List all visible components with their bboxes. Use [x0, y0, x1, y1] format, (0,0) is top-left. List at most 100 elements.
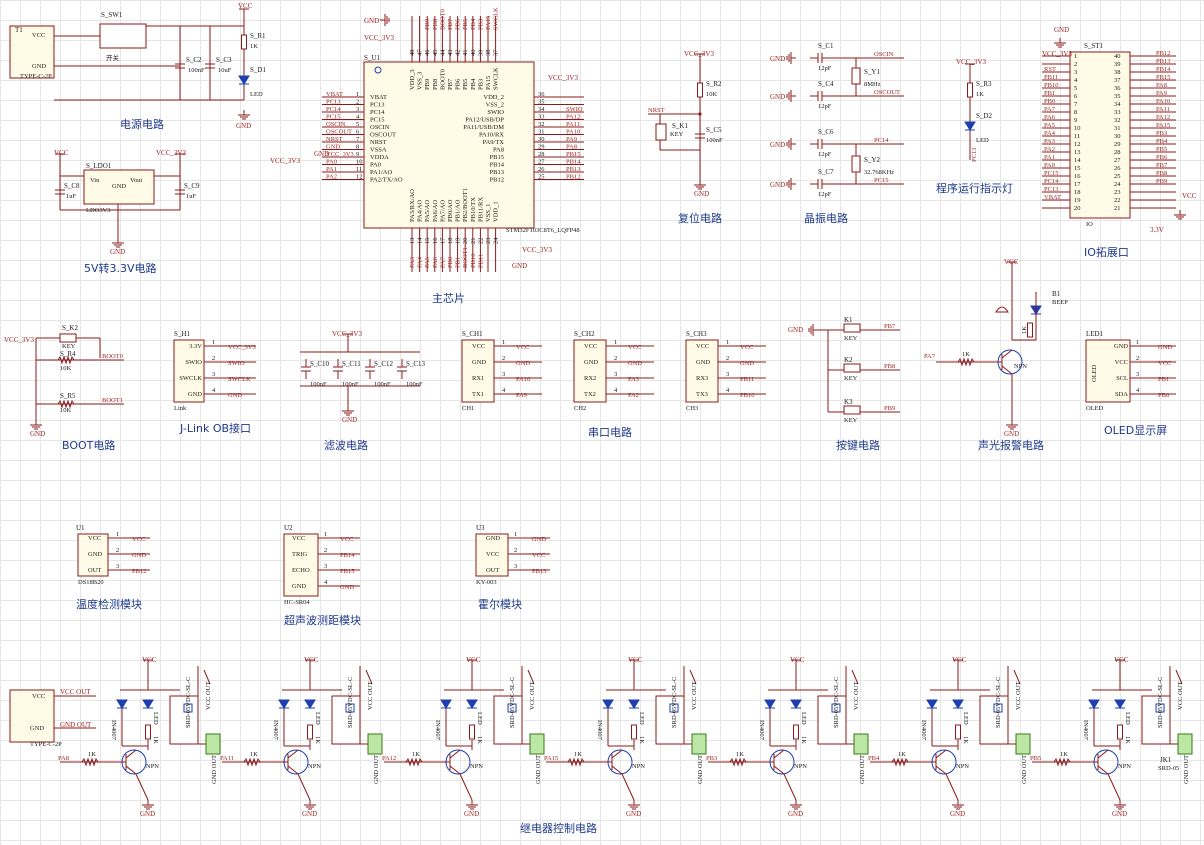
- label: 100nF: [342, 381, 359, 388]
- label: GND: [30, 725, 44, 732]
- label: 38: [485, 50, 492, 57]
- label: PB0: [1044, 98, 1055, 105]
- label: GND: [132, 552, 146, 559]
- wire: [935, 749, 947, 759]
- label: SRD-05VDC-SL-C: [833, 677, 840, 728]
- relay-coil-symbol: [507, 703, 517, 713]
- label: GND: [788, 810, 803, 818]
- label: 40: [470, 50, 477, 57]
- wire: [135, 773, 149, 801]
- label: PB0: [1158, 392, 1169, 399]
- label: VBAT: [1044, 194, 1061, 201]
- label: GND OUT: [60, 721, 92, 729]
- ic-body: [1069, 51, 1131, 219]
- relay-coil: [1141, 695, 1171, 745]
- resistor-symbol: [1117, 724, 1123, 740]
- label: SWCLK: [179, 375, 202, 382]
- label: 48: [409, 50, 416, 57]
- wire: [527, 669, 535, 685]
- label: 3: [726, 371, 729, 378]
- label: GND: [770, 181, 785, 189]
- label: S_K2: [62, 324, 78, 332]
- label: 1: [212, 339, 215, 346]
- label: S_H1: [174, 330, 190, 338]
- label: 4: [502, 387, 506, 394]
- label: 10K: [60, 407, 72, 414]
- label: GND OUT: [697, 755, 704, 784]
- label: PB5: [462, 19, 469, 30]
- label: VCC_3V3: [156, 149, 186, 157]
- led-symbol: [278, 699, 290, 709]
- led-symbol: [952, 699, 964, 709]
- label: 11: [1074, 133, 1080, 140]
- label: 1: [116, 531, 119, 538]
- label: PA4: [1044, 130, 1056, 137]
- label: S_C2: [186, 56, 202, 64]
- resistor-symbol: [307, 724, 313, 740]
- label: GND: [628, 360, 642, 367]
- label: SRD-05VDC-SL-C: [509, 677, 516, 728]
- label: VCC OUT: [529, 682, 536, 710]
- label: S_D2: [976, 112, 992, 120]
- resistor-symbol: [57, 355, 75, 365]
- label: S_C7: [818, 168, 834, 176]
- relay-coil-symbol: [345, 703, 355, 713]
- label: PC14: [326, 106, 341, 113]
- label: GND: [188, 391, 202, 398]
- label: RST: [1044, 66, 1056, 73]
- label: 6: [1074, 93, 1078, 100]
- label: PB14: [566, 159, 581, 166]
- label: GND: [512, 262, 527, 270]
- label: PB11: [477, 254, 484, 268]
- label: 3.3V: [189, 343, 202, 350]
- label: GND: [696, 359, 710, 366]
- label: 100nF: [188, 67, 205, 74]
- label: 1K: [1021, 326, 1028, 334]
- label: VBAT: [326, 91, 343, 98]
- label: PB12: [1156, 50, 1170, 57]
- label: Link: [174, 405, 187, 412]
- label: S_CH2: [574, 330, 595, 338]
- label: S_U1: [364, 54, 380, 62]
- label: PB9: [424, 79, 431, 90]
- wire: [611, 765, 623, 775]
- label: PB7: [447, 78, 454, 90]
- section-title: 继电器控制电路: [520, 821, 597, 835]
- label: 35: [1114, 93, 1121, 100]
- ic-body: [363, 61, 535, 229]
- label: 2: [1074, 61, 1077, 68]
- label: 32: [1114, 117, 1121, 124]
- label: S_C4: [818, 80, 834, 88]
- led-symbol: [116, 699, 128, 709]
- label: 1K: [152, 736, 159, 744]
- vcc-label: VCC: [238, 2, 253, 10]
- label: PA6: [1044, 114, 1056, 121]
- label: IN4007: [110, 720, 117, 741]
- label: NPN: [146, 763, 159, 770]
- label: GND: [1054, 26, 1069, 34]
- label: PB11: [740, 376, 754, 383]
- label: 4: [324, 579, 328, 586]
- label: PB14: [340, 552, 355, 559]
- label: BOOT0: [439, 9, 446, 30]
- label: NPN: [308, 763, 321, 770]
- label: PB9: [424, 19, 431, 30]
- ic-body: [685, 339, 719, 403]
- label: 12: [356, 174, 363, 181]
- relay-coil-symbol: [993, 703, 1003, 713]
- label: PB1: [455, 257, 462, 268]
- label: GND: [770, 55, 785, 63]
- reset-button: [655, 123, 667, 141]
- label: LED: [152, 712, 159, 725]
- label: VCC_3V3: [1042, 50, 1072, 58]
- label: NRST: [370, 139, 387, 146]
- label: TX3: [696, 391, 708, 398]
- label: 18: [447, 238, 454, 245]
- label: VCC OUT: [367, 682, 374, 710]
- label: LED: [962, 712, 969, 725]
- label: 100nF: [706, 137, 723, 144]
- label: 2: [356, 99, 359, 106]
- label: 12pF: [818, 151, 832, 158]
- label: PA0: [326, 159, 337, 166]
- label: PA12/USB/DP: [465, 117, 504, 124]
